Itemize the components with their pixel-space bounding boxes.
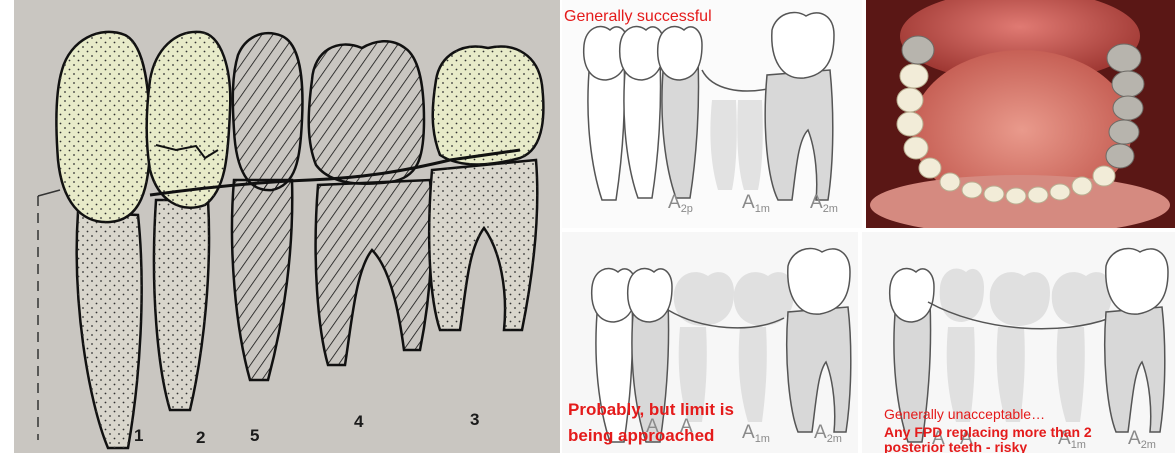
tooth-number-2: 2 <box>196 428 205 448</box>
label-br-a2m: A2m <box>1128 428 1156 451</box>
tooth-sketch <box>0 0 560 453</box>
tooth-number-3: 3 <box>470 410 479 430</box>
tooth-number-1: 1 <box>134 426 143 446</box>
label-a2p: A2p <box>668 192 693 215</box>
tooth-number-5: 5 <box>250 426 259 446</box>
label-a2m: A2m <box>810 192 838 215</box>
fpd-diagram-limit: A A A1m A2m Probably, but limit is being… <box>562 232 858 453</box>
tooth-sketch-panel: 1 2 5 4 3 <box>0 0 560 453</box>
caption-generally-successful: Generally successful <box>564 8 712 26</box>
caption-unacceptable-line2: Any FPD replacing more than 2 <box>884 424 1092 440</box>
fpd-diagram-unacceptable: A A A1m A2m Generally unacceptable… Any … <box>862 232 1175 453</box>
tooth-number-4: 4 <box>354 412 363 432</box>
caption-limit-line1: Probably, but limit is <box>568 400 734 420</box>
label-bm-a1m: A1m <box>742 422 770 445</box>
label-a1m: A1m <box>742 192 770 215</box>
label-bm-a2m: A2m <box>814 422 842 445</box>
fpd-diagram-successful: Generally successful A2p A1m A2m <box>562 0 862 228</box>
caption-limit-line2: being approached <box>568 426 714 446</box>
caption-unacceptable-line1: Generally unacceptable… <box>884 406 1045 422</box>
intraoral-photo <box>866 0 1175 228</box>
mouth-photo-illustration <box>866 0 1175 228</box>
caption-unacceptable-line3: posterior teeth - risky <box>884 439 1027 453</box>
